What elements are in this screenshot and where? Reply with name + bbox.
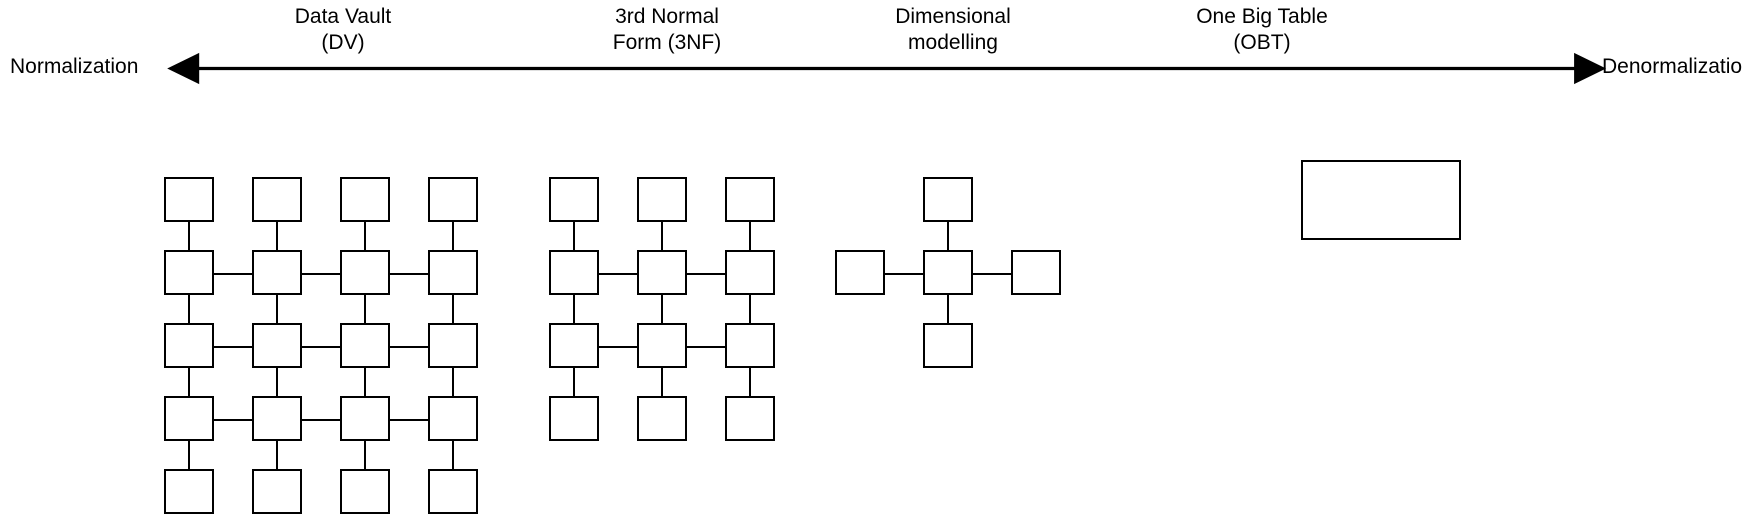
axis-label-denormalization: Denormalization: [1602, 55, 1742, 78]
schema-node-one-big-table: [1301, 160, 1461, 240]
schema-node-fact-center: [923, 250, 973, 295]
schema-node: [164, 177, 214, 222]
schema-cluster-data-vault: [164, 147, 504, 522]
connector-horizontal: [595, 273, 639, 276]
connector-horizontal: [386, 273, 430, 276]
connector-vertical: [452, 222, 455, 252]
schema-node: [164, 323, 214, 368]
schema-node: [549, 323, 599, 368]
connector-vertical: [661, 222, 664, 252]
schema-node: [252, 250, 302, 295]
schema-node-dimension-south: [923, 323, 973, 368]
connector-horizontal: [683, 346, 727, 349]
schema-node: [164, 469, 214, 514]
connector-vertical: [749, 222, 752, 252]
connector-vertical: [573, 295, 576, 325]
stage-label-dimensional-modelling: Dimensional modelling: [895, 5, 1011, 54]
connector-vertical: [276, 295, 279, 325]
connector-vertical: [364, 368, 367, 398]
schema-node: [428, 323, 478, 368]
schema-node: [549, 177, 599, 222]
connector-horizontal: [298, 273, 342, 276]
connector-vertical: [276, 222, 279, 252]
schema-node: [637, 396, 687, 441]
connector-vertical: [188, 441, 191, 471]
connector-horizontal: [210, 346, 254, 349]
connector-horizontal: [969, 273, 1013, 276]
connector-vertical: [188, 295, 191, 325]
schema-node: [428, 469, 478, 514]
connector-horizontal: [881, 273, 925, 276]
schema-node: [252, 177, 302, 222]
schema-node-dimension-east: [1011, 250, 1061, 295]
connector-vertical: [947, 295, 950, 325]
connector-horizontal: [683, 273, 727, 276]
schema-node: [725, 250, 775, 295]
schema-node: [725, 323, 775, 368]
connector-horizontal: [210, 273, 254, 276]
schema-node: [340, 177, 390, 222]
schema-node: [428, 177, 478, 222]
connector-vertical: [661, 295, 664, 325]
stage-label-third-normal-form: 3rd Normal Form (3NF): [612, 5, 722, 54]
schema-node: [725, 396, 775, 441]
schema-node: [252, 323, 302, 368]
schema-node: [725, 177, 775, 222]
connector-vertical: [749, 295, 752, 325]
connector-vertical: [947, 222, 950, 252]
schema-node: [340, 469, 390, 514]
schema-node: [428, 396, 478, 441]
axis-label-normalization: Normalization: [10, 55, 139, 78]
connector-horizontal: [298, 346, 342, 349]
schema-cluster-dimensional-modelling: [835, 147, 1085, 368]
connector-horizontal: [386, 419, 430, 422]
schema-node: [637, 177, 687, 222]
connector-vertical: [364, 222, 367, 252]
schema-node-dimension-west: [835, 250, 885, 295]
connector-vertical: [452, 368, 455, 398]
schema-cluster-third-normal-form: [549, 147, 799, 441]
schema-node: [428, 250, 478, 295]
connector-vertical: [452, 295, 455, 325]
schema-node: [340, 396, 390, 441]
schema-node: [340, 250, 390, 295]
connector-vertical: [364, 295, 367, 325]
schema-node: [252, 396, 302, 441]
connector-vertical: [573, 222, 576, 252]
connector-vertical: [749, 368, 752, 398]
connector-vertical: [452, 441, 455, 471]
connector-vertical: [364, 441, 367, 471]
schema-node-dimension-north: [923, 177, 973, 222]
connector-vertical: [573, 368, 576, 398]
connector-vertical: [661, 368, 664, 398]
schema-node: [164, 396, 214, 441]
connector-vertical: [276, 368, 279, 398]
connector-vertical: [188, 368, 191, 398]
schema-node: [549, 250, 599, 295]
schema-node: [164, 250, 214, 295]
connector-vertical: [188, 222, 191, 252]
connector-horizontal: [386, 346, 430, 349]
connector-horizontal: [595, 346, 639, 349]
schema-node: [252, 469, 302, 514]
stage-label-one-big-table: One Big Table (OBT): [1196, 5, 1328, 54]
schema-node: [549, 396, 599, 441]
connector-horizontal: [210, 419, 254, 422]
schema-node: [340, 323, 390, 368]
schema-cluster-one-big-table: [1301, 160, 1463, 242]
stage-label-data-vault: Data Vault (DV): [294, 5, 392, 54]
connector-horizontal: [298, 419, 342, 422]
connector-vertical: [276, 441, 279, 471]
schema-node: [637, 323, 687, 368]
schema-node: [637, 250, 687, 295]
